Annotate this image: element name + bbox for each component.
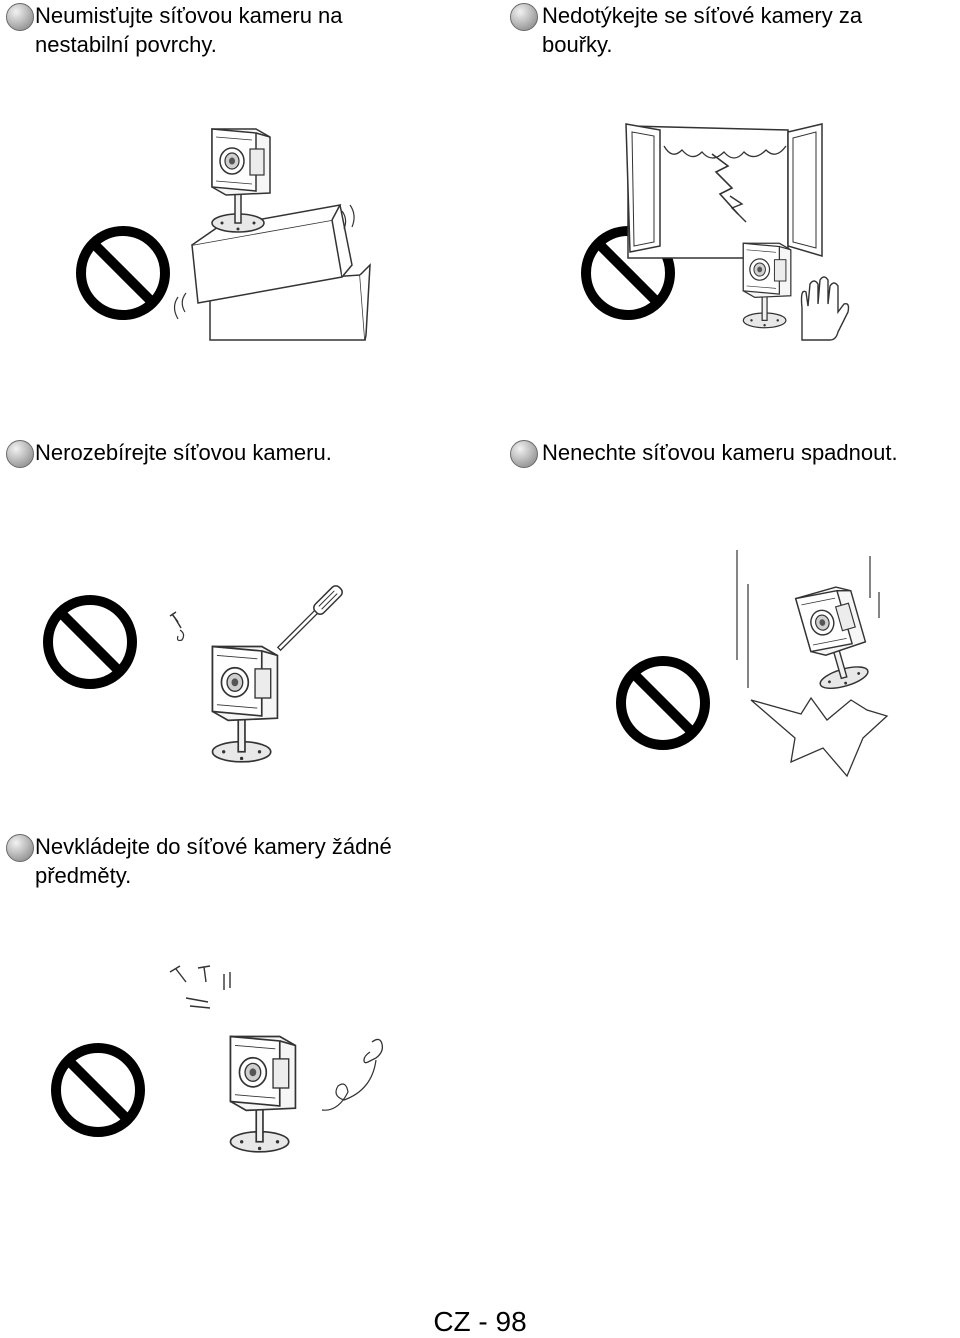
paperclip-icon: [363, 1038, 384, 1064]
prohibition-icon: [56, 1048, 140, 1132]
impact-burst: [750, 696, 889, 778]
illustration-storm: [580, 123, 850, 341]
bullet-icon: [6, 834, 34, 862]
network-camera-icon: [211, 645, 279, 763]
network-camera-icon: [794, 582, 877, 694]
network-camera-icon: [211, 128, 271, 233]
prohibition-icon: [621, 661, 705, 745]
bullet-icon: [510, 3, 538, 31]
prohibition-icon: [48, 600, 132, 684]
network-camera-icon: [229, 1035, 297, 1153]
illustration-insert-objects: [40, 965, 384, 1153]
page-number: CZ - 98: [433, 1306, 527, 1337]
pin-icon: [169, 965, 231, 1009]
section-heading-unstable-surface: Neumisťujte síťovou kameru na nestabilní…: [35, 3, 343, 57]
illustration-drop: [615, 550, 889, 778]
screw-icon: [169, 611, 182, 629]
section-heading-disassemble: Nerozebírejte síťovou kameru.: [35, 440, 332, 465]
bullet-icon: [6, 440, 34, 468]
prohibition-icon: [81, 231, 165, 315]
bullet-icon: [510, 440, 538, 468]
bullet-icon: [6, 3, 34, 31]
screwdriver-icon: [276, 585, 343, 652]
illustration-unstable-surface: [70, 128, 371, 341]
section-heading-insert-objects: Nevkládejte do síťové kamery žádné předm…: [35, 834, 392, 888]
section-heading-storm: Nedotýkejte se síťové kamery za bouřky.: [542, 3, 863, 57]
section-heading-drop: Nenechte síťovou kameru spadnout.: [542, 440, 898, 465]
hand-icon: [800, 276, 850, 341]
network-camera-icon: [742, 242, 792, 329]
illustration-disassemble: [40, 585, 343, 763]
